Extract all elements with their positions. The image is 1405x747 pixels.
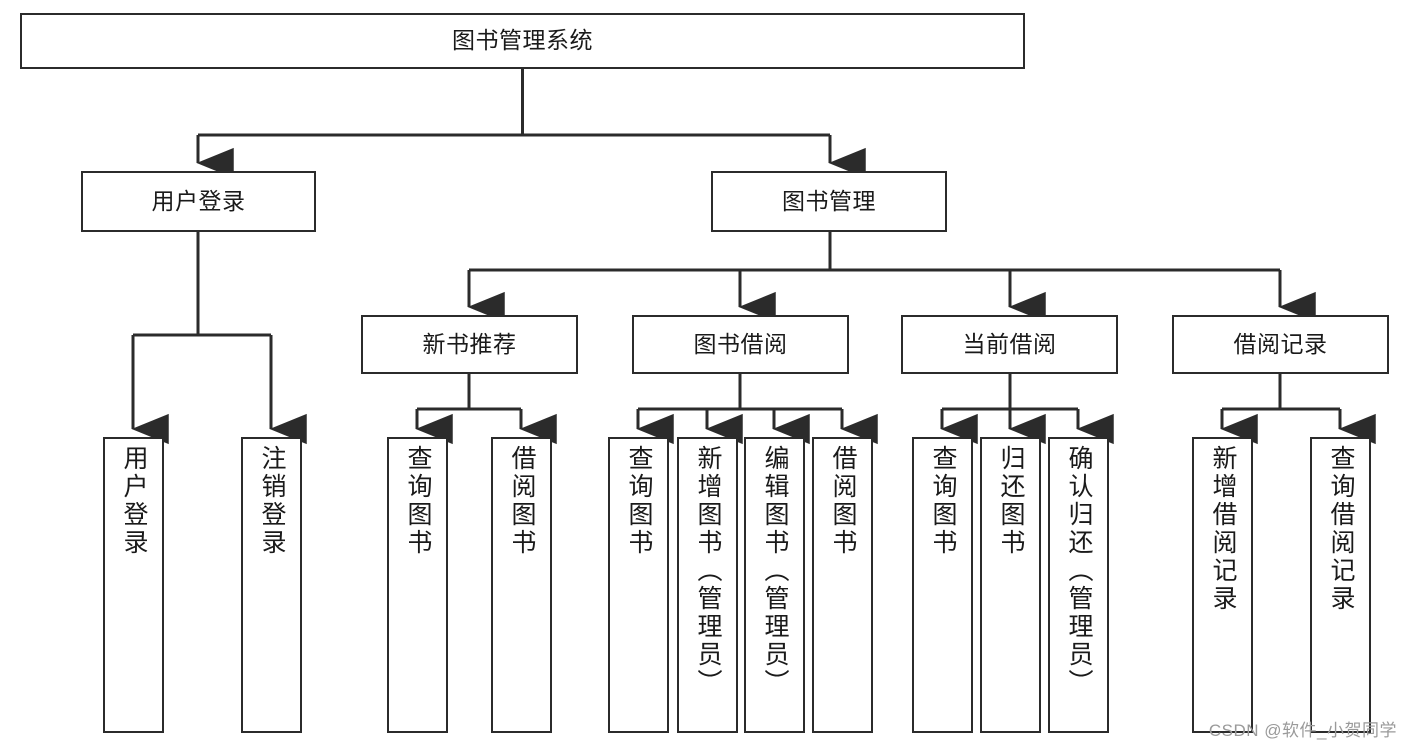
node-label: 新增图书（管理员） [694,445,722,697]
leaf-borrow-record-query[interactable]: 查询借阅记录 [1310,437,1371,733]
leaf-current-borrow-confirm-return[interactable]: 确认归还（管理员） [1048,437,1109,733]
leaf-book-borrow-add[interactable]: 新增图书（管理员） [677,437,738,733]
node-label: 借阅图书 [829,445,857,557]
node-label: 归还图书 [997,445,1025,557]
node-label: 查询图书 [625,445,653,557]
csdn-watermark: CSDN @软件_小贺同学 [1208,721,1397,740]
node-label: 用户登录 [151,187,246,214]
node-label: 图书管理系统 [452,27,593,54]
leaf-user-login-logout[interactable]: 注销登录 [241,437,302,733]
leaf-user-login-login[interactable]: 用户登录 [103,437,164,733]
node-label: 编辑图书（管理员） [761,445,789,697]
node-book-management[interactable]: 图书管理 [711,171,947,232]
node-borrow-record[interactable]: 借阅记录 [1172,315,1389,374]
leaf-current-borrow-query[interactable]: 查询图书 [912,437,973,733]
leaf-new-book-borrow[interactable]: 借阅图书 [491,437,552,733]
leaf-new-book-query[interactable]: 查询图书 [387,437,448,733]
node-new-book-recommend[interactable]: 新书推荐 [361,315,578,374]
node-user-login[interactable]: 用户登录 [81,171,316,232]
node-label: 借阅图书 [508,445,536,557]
node-current-borrow[interactable]: 当前借阅 [901,315,1118,374]
node-root-book-management-system[interactable]: 图书管理系统 [20,13,1025,69]
leaf-borrow-record-add[interactable]: 新增借阅记录 [1192,437,1253,733]
leaf-book-borrow-borrow[interactable]: 借阅图书 [812,437,873,733]
node-label: 用户登录 [120,445,148,557]
node-label: 确认归还（管理员） [1065,445,1093,697]
node-label: 注销登录 [258,445,286,557]
node-label: 图书管理 [782,187,876,214]
node-label: 查询借阅记录 [1327,445,1355,613]
leaf-book-borrow-query[interactable]: 查询图书 [608,437,669,733]
node-label: 查询图书 [929,445,957,557]
node-label: 新增借阅记录 [1209,445,1237,613]
node-label: 借阅记录 [1233,330,1328,357]
node-label: 当前借阅 [962,330,1057,357]
node-label: 新书推荐 [422,330,517,357]
node-book-borrow[interactable]: 图书借阅 [632,315,849,374]
leaf-current-borrow-return[interactable]: 归还图书 [980,437,1041,733]
node-label: 查询图书 [404,445,432,557]
leaf-book-borrow-edit[interactable]: 编辑图书（管理员） [744,437,805,733]
node-label: 图书借阅 [693,330,788,357]
